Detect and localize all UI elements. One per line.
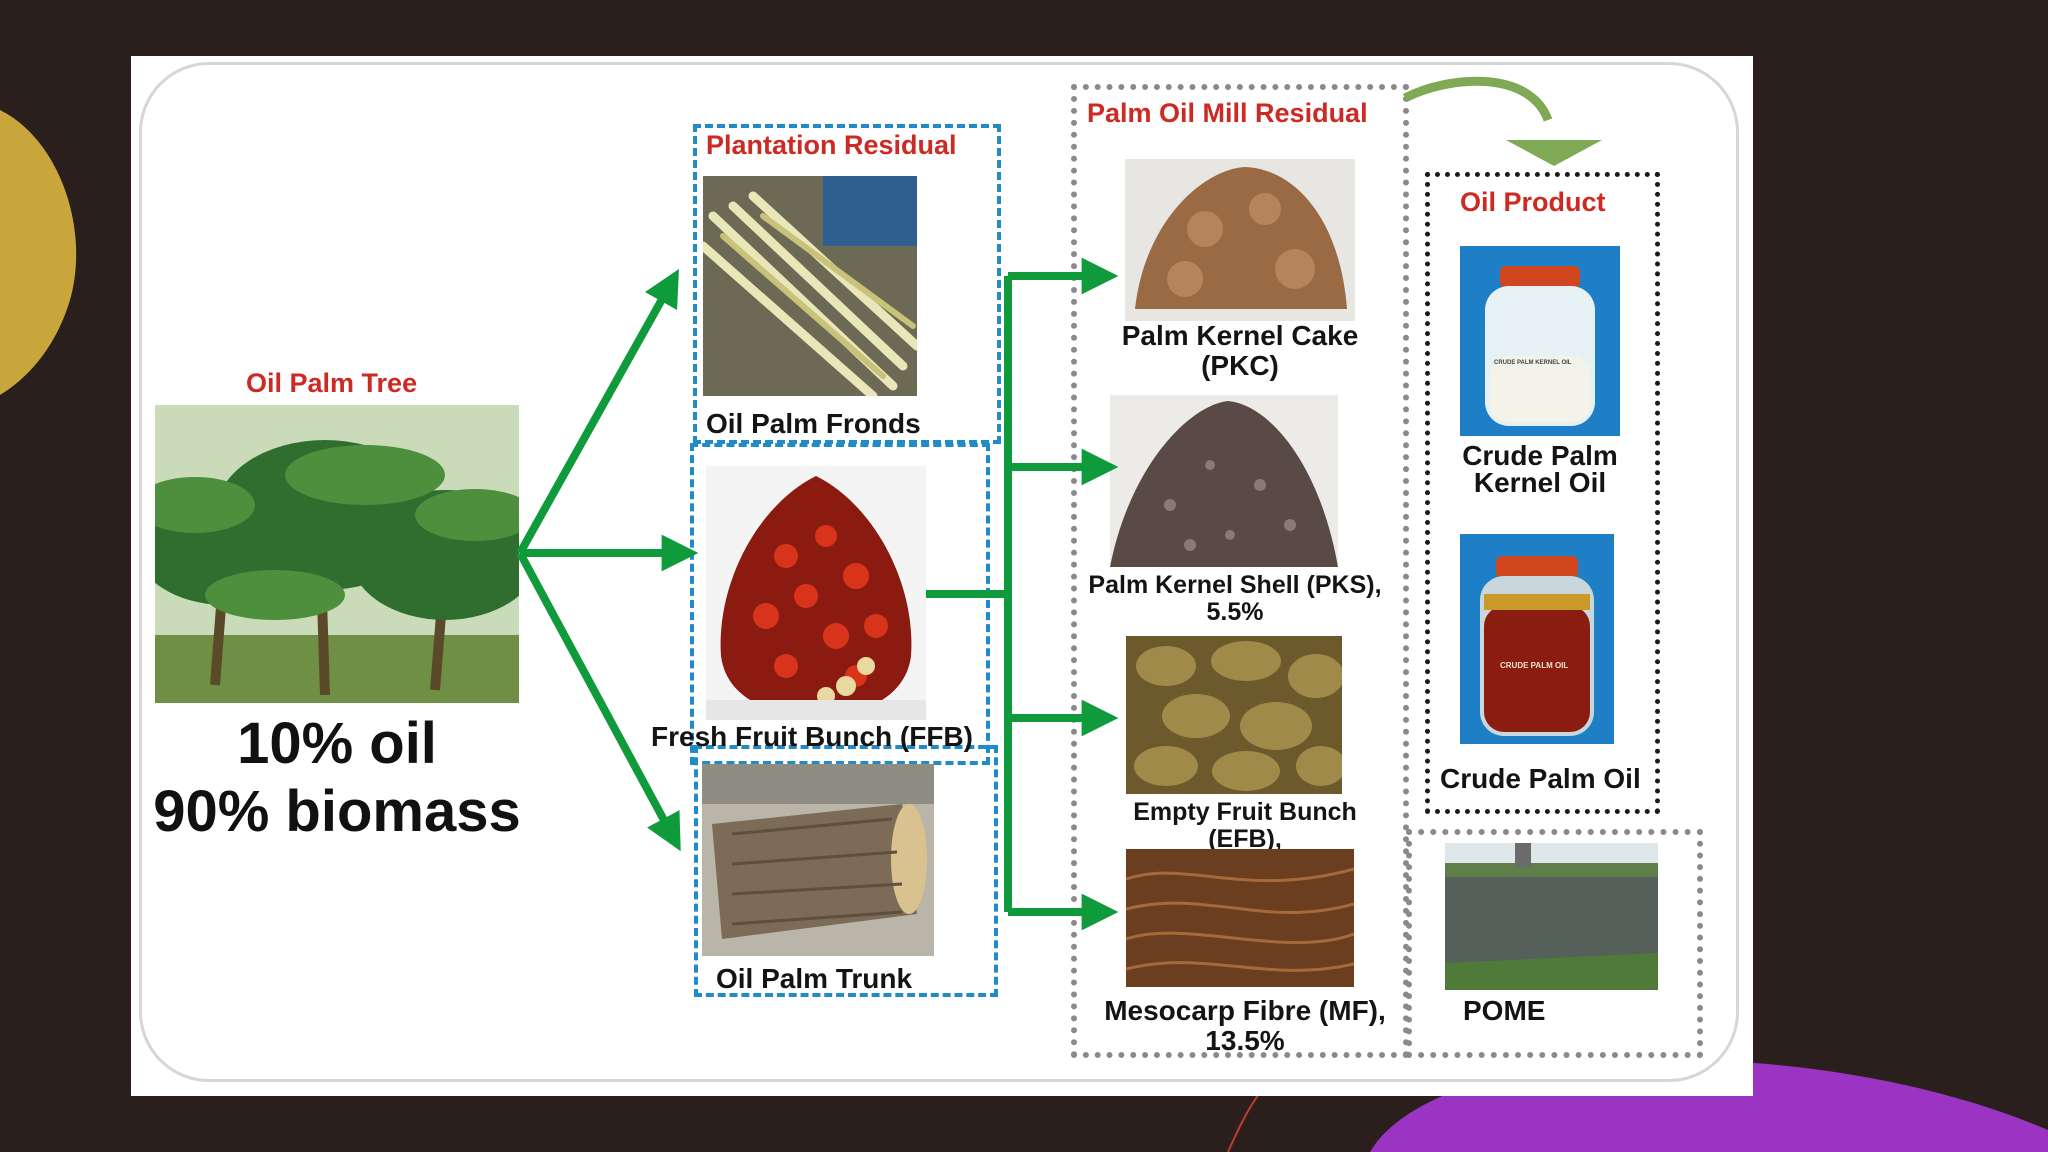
oil-palm-trunk-photo xyxy=(702,764,934,956)
mesocarp-fibre-label: Mesocarp Fibre (MF), 13.5% xyxy=(1104,995,1386,1057)
palm-kernel-cake-label: Palm Kernel Cake (PKC) xyxy=(1121,320,1359,382)
mesocarp-fibre-photo xyxy=(1126,849,1354,987)
oil-product-title: Oil Product xyxy=(1460,187,1606,217)
empty-fruit-bunch-photo xyxy=(1126,636,1342,794)
plantation-residual-box-top xyxy=(693,124,1001,444)
card-rounded-border xyxy=(139,62,1739,1082)
palm-oil-mill-residual-title: Palm Oil Mill Residual xyxy=(1087,98,1368,128)
plantation-residual-box-middle xyxy=(690,443,990,765)
oil-palm-trunk-label: Oil Palm Trunk xyxy=(716,963,913,994)
crude-palm-kernel-oil-jar-label: CRUDE PALM KERNEL OIL xyxy=(1494,360,1572,366)
palm-kernel-shell-photo xyxy=(1110,395,1338,567)
palm-kernel-cake-photo xyxy=(1125,159,1355,321)
crude-palm-oil-jar-photo xyxy=(1460,534,1614,744)
biomass-percentage-text: 90% biomass xyxy=(153,779,521,844)
oil-palm-fronds-label: Oil Palm Fronds xyxy=(706,408,921,439)
mill-residual-box-bottom xyxy=(1406,829,1703,1058)
crude-palm-oil-label: Crude Palm Oil xyxy=(1440,763,1641,794)
plantation-residual-box-bottom xyxy=(694,745,998,997)
oil-percentage-text: 10% oil xyxy=(237,711,437,776)
palm-kernel-shell-label: Palm Kernel Shell (PKS), 5.5% xyxy=(1088,571,1382,626)
pome-pond-photo xyxy=(1445,843,1658,990)
crude-palm-kernel-oil-jar-photo xyxy=(1460,246,1620,436)
crude-palm-kernel-oil-label: Crude Palm Kernel Oil xyxy=(1462,440,1618,498)
oil-palm-tree-photo xyxy=(155,405,519,703)
gold-blob-decoration xyxy=(0,110,77,395)
oil-product-box xyxy=(1425,172,1660,814)
accent-line-decoration xyxy=(1227,1089,1263,1152)
mill-residual-box xyxy=(1071,84,1409,1058)
oil-palm-fronds-photo xyxy=(703,176,917,396)
plantation-residual-title: Plantation Residual xyxy=(706,130,957,160)
pome-label: POME xyxy=(1463,995,1546,1026)
crude-palm-oil-jar-label: CRUDE PALM OIL xyxy=(1500,661,1569,670)
fresh-fruit-bunch-photo xyxy=(706,466,926,720)
fresh-fruit-bunch-label: Fresh Fruit Bunch (FFB) xyxy=(651,721,973,752)
oil-palm-tree-title: Oil Palm Tree xyxy=(246,368,418,398)
